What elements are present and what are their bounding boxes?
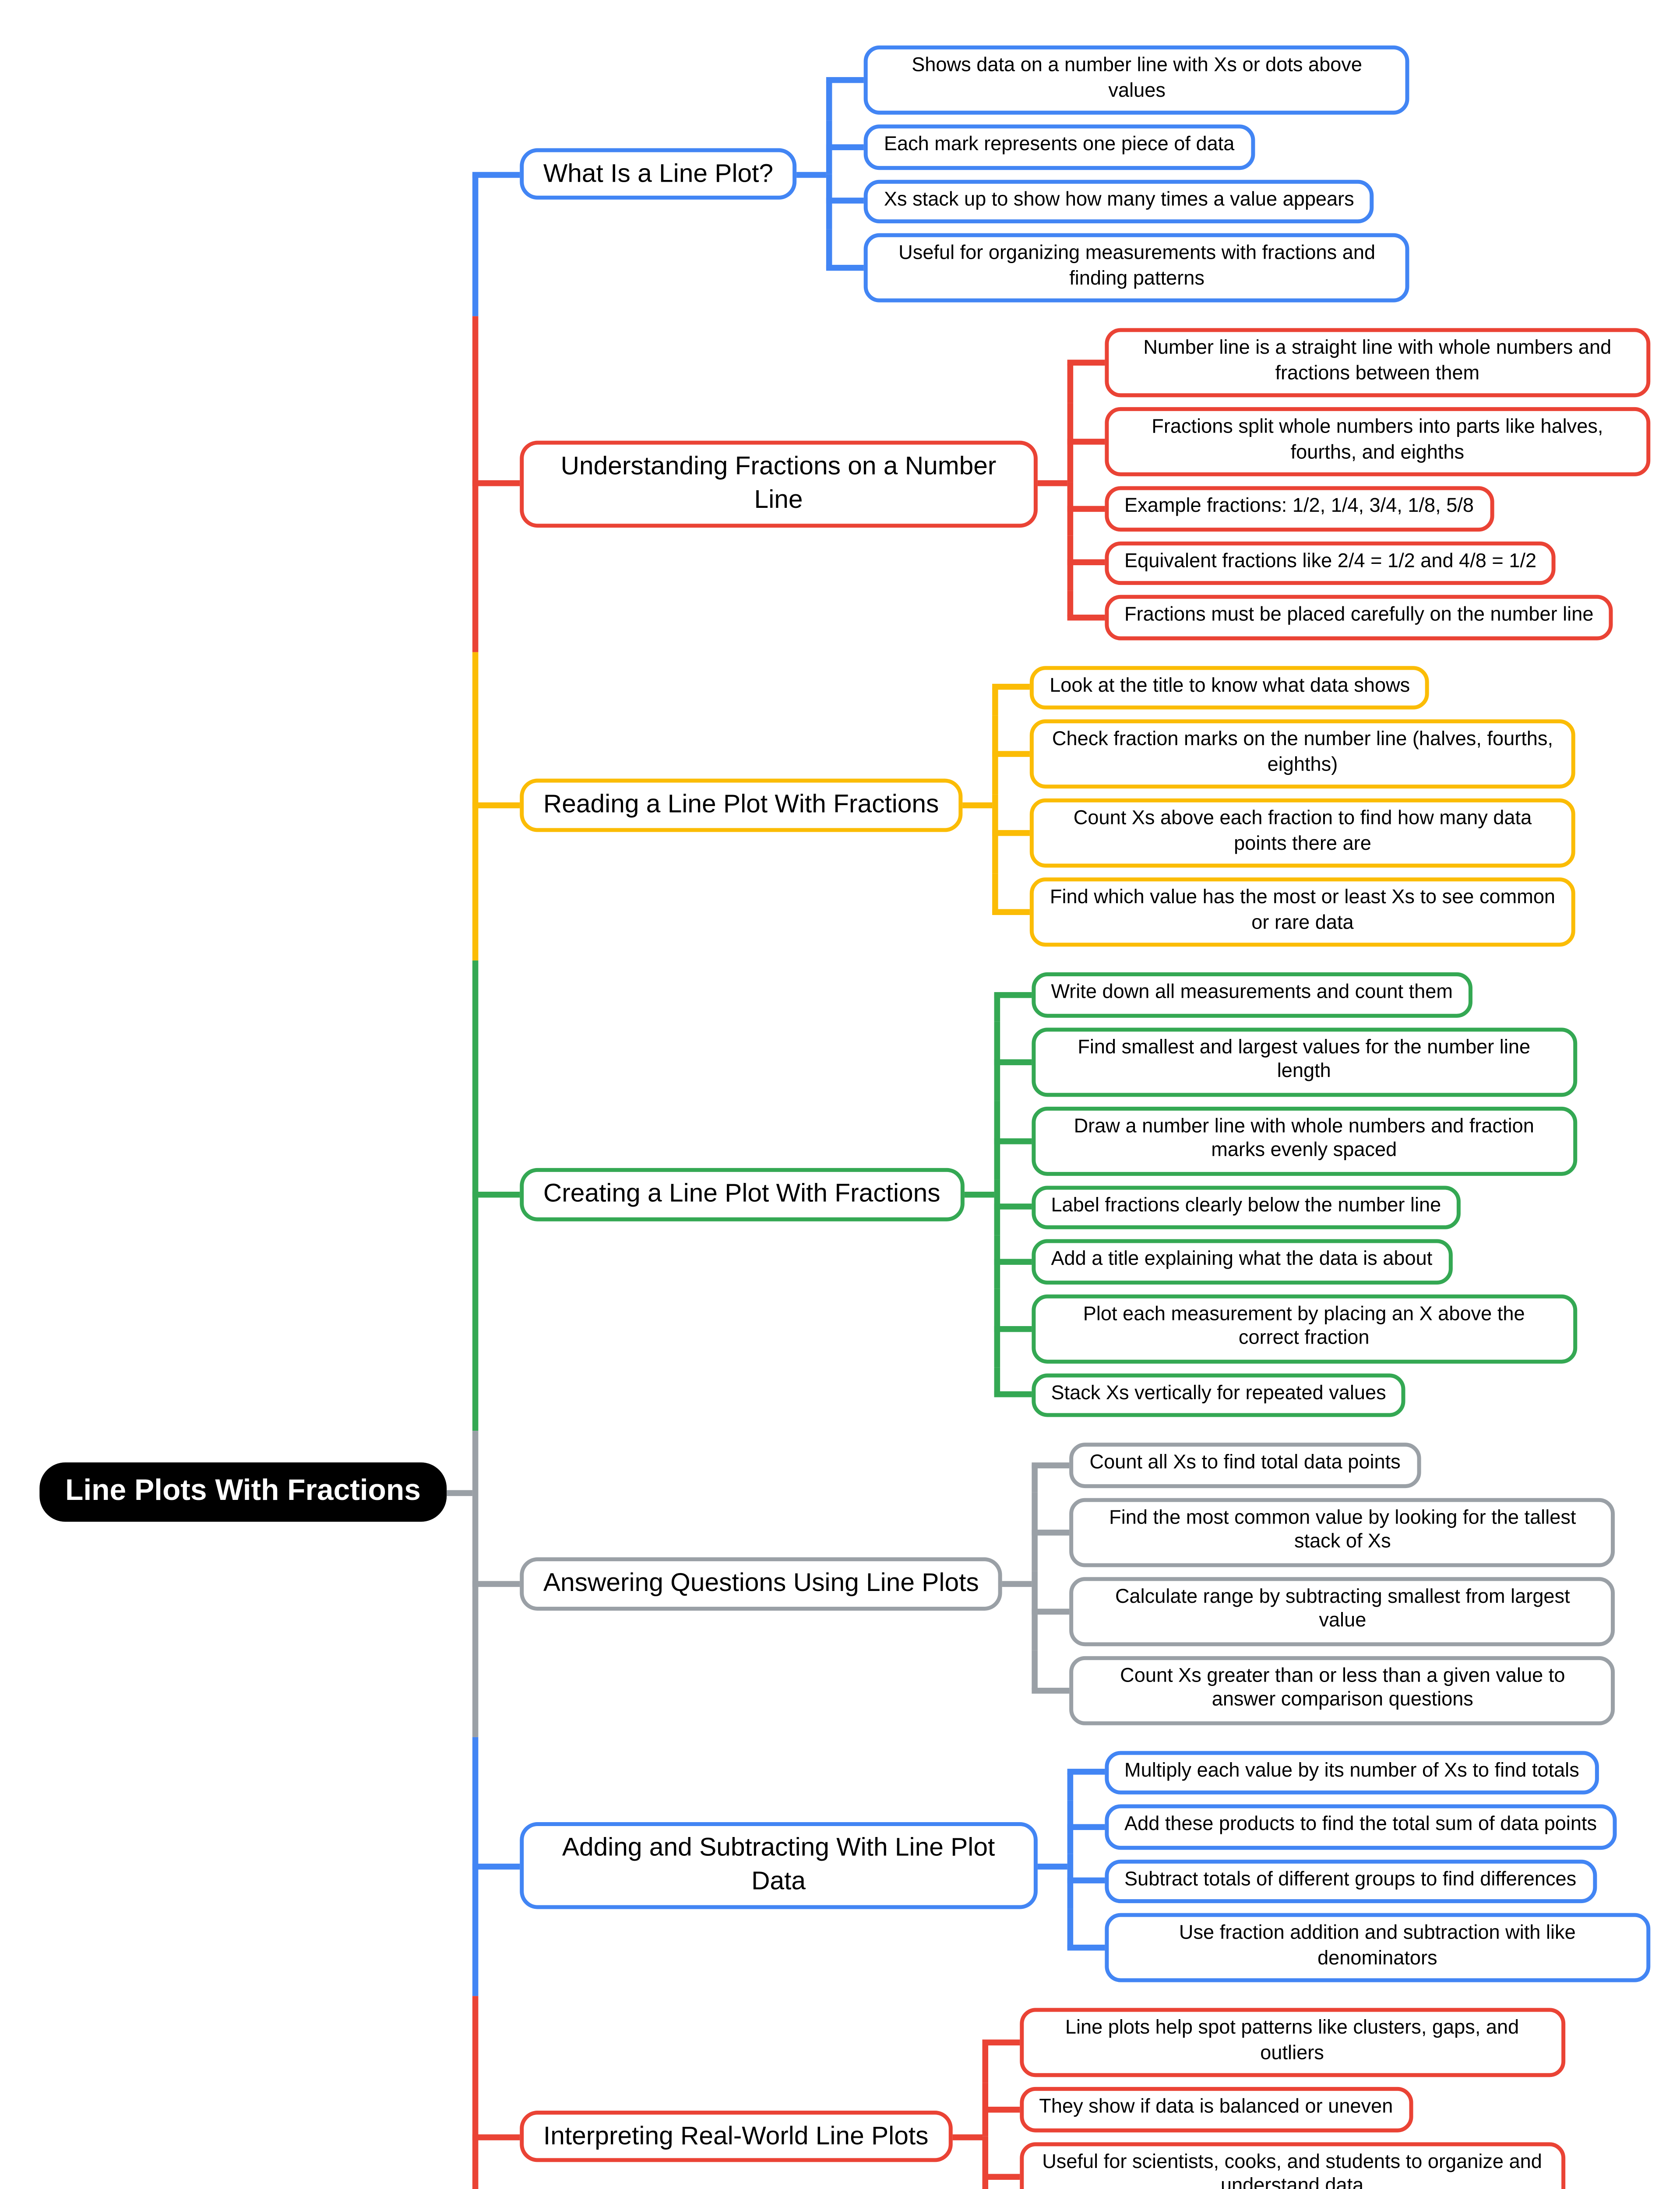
- leaf-text: Find which value has the most or least X…: [1030, 877, 1575, 947]
- leaf-text: Write down all measurements and count th…: [1031, 972, 1473, 1017]
- leaf-node: Line plots help spot patterns like clust…: [982, 2003, 1565, 2082]
- branch-header: What Is a Line Plot?: [519, 147, 797, 201]
- leaf-node: Shows data on a number line with Xs or d…: [826, 41, 1410, 120]
- leaf-node: Count all Xs to find total data points: [1032, 1438, 1616, 1492]
- root-node: Line Plots With Fractions: [39, 1462, 447, 1522]
- leaf-list: Write down all measurements and count th…: [993, 968, 1577, 1422]
- leaf-list: Look at the title to know what data show…: [992, 660, 1575, 952]
- leaf-text: Label fractions clearly below the number…: [1031, 1185, 1461, 1229]
- leaf-text: Equivalent fractions like 2/4 = 1/2 and …: [1104, 540, 1557, 585]
- leaf-node: Useful for scientists, cooks, and studen…: [982, 2136, 1565, 2189]
- leaf-text: Stack Xs vertically for repeated values: [1031, 1373, 1406, 1417]
- branch-understanding-fractions: Understanding Fractions on a Number Line…: [472, 315, 1650, 652]
- leaf-text: Add a title explaining what the data is …: [1031, 1239, 1452, 1284]
- leaf-text: Shows data on a number line with Xs or d…: [864, 45, 1410, 115]
- leaf-text: Count Xs above each fraction to find how…: [1030, 798, 1575, 868]
- leaf-node: Multiply each value by its number of Xs …: [1067, 1745, 1650, 1799]
- branch-header: Creating a Line Plot With Fractions: [519, 1168, 964, 1221]
- leaf-node: Look at the title to know what data show…: [992, 660, 1575, 714]
- branch-what-is-a-line-plot: What Is a Line Plot? Shows data on a num…: [472, 32, 1650, 315]
- branch-connector: [962, 802, 993, 809]
- leaf-node: Equivalent fractions like 2/4 = 1/2 and …: [1067, 535, 1650, 590]
- branch-interpreting-real-world: Interpreting Real-World Line Plots Line …: [472, 1995, 1650, 2189]
- leaf-node: Stack Xs vertically for repeated values: [993, 1367, 1577, 1422]
- leaf-node: Fractions split whole numbers into parts…: [1067, 402, 1650, 482]
- leaf-text: Multiply each value by its number of Xs …: [1104, 1750, 1599, 1795]
- branch-header: Understanding Fractions on a Number Line: [519, 440, 1038, 527]
- branch-connector: [952, 2133, 982, 2140]
- leaf-text: Subtract totals of different groups to f…: [1104, 1858, 1596, 1904]
- root-connector: [446, 1489, 472, 1495]
- leaf-node: Draw a number line with whole numbers an…: [993, 1101, 1577, 1180]
- leaf-text: Count all Xs to find total data points: [1070, 1443, 1420, 1487]
- leaf-node: Label fractions clearly below the number…: [993, 1179, 1577, 1234]
- leaf-text: Look at the title to know what data show…: [1030, 665, 1430, 710]
- leaf-text: Fractions must be placed carefully on th…: [1104, 595, 1613, 640]
- branch-reading-line-plot: Reading a Line Plot With Fractions Look …: [472, 652, 1650, 960]
- leaf-node: Subtract totals of different groups to f…: [1067, 1854, 1650, 1908]
- leaf-text: Useful for scientists, cooks, and studen…: [1019, 2141, 1565, 2189]
- leaf-node: Find which value has the most or least X…: [992, 872, 1575, 952]
- leaf-text: Draw a number line with whole numbers an…: [1031, 1105, 1577, 1175]
- leaf-text: They show if data is balanced or uneven: [1019, 2087, 1413, 2132]
- branch-header: Interpreting Real-World Line Plots: [519, 2110, 952, 2163]
- leaf-list: Count all Xs to find total data points F…: [1032, 1438, 1616, 1729]
- leaf-text: Example fractions: 1/2, 1/4, 3/4, 1/8, 5…: [1104, 486, 1494, 531]
- leaf-text: Useful for organizing measurements with …: [864, 233, 1410, 303]
- leaf-list: Line plots help spot patterns like clust…: [982, 2003, 1565, 2189]
- leaf-text: Each mark represents one piece of data: [864, 124, 1254, 169]
- branch-connector: [1037, 481, 1067, 487]
- branch-adding-subtracting: Adding and Subtracting With Line Plot Da…: [472, 1737, 1650, 1995]
- branch-creating-line-plot: Creating a Line Plot With Fractions Writ…: [472, 959, 1650, 1430]
- leaf-node: Write down all measurements and count th…: [993, 968, 1577, 1022]
- leaf-node: Useful for organizing measurements with …: [826, 228, 1410, 307]
- leaf-node: Find smallest and largest values for the…: [993, 1021, 1577, 1101]
- leaf-node: Add these products to find the total sum…: [1067, 1799, 1650, 1854]
- leaf-text: Count Xs greater than or less than a giv…: [1070, 1655, 1616, 1724]
- leaf-text: Line plots help spot patterns like clust…: [1019, 2008, 1565, 2077]
- leaf-text: Plot each measurement by placing an X ab…: [1031, 1293, 1577, 1363]
- leaf-node: Xs stack up to show how many times a val…: [826, 174, 1410, 228]
- leaf-node: Add a title explaining what the data is …: [993, 1234, 1577, 1288]
- branch-connector: [964, 1192, 994, 1198]
- leaf-node: Use fraction addition and subtraction wi…: [1067, 1908, 1650, 1987]
- leaf-text: Calculate range by subtracting smallest …: [1070, 1576, 1616, 1645]
- leaf-node: Number line is a straight line with whol…: [1067, 323, 1650, 402]
- leaf-node: Count Xs above each fraction to find how…: [992, 793, 1575, 873]
- branch-header: Adding and Subtracting With Line Plot Da…: [519, 1823, 1038, 1910]
- leaf-text: Number line is a straight line with whol…: [1104, 328, 1650, 398]
- branch-list: What Is a Line Plot? Shows data on a num…: [472, 32, 1650, 2189]
- branch-answering-questions: Answering Questions Using Line Plots Cou…: [472, 1429, 1650, 1737]
- leaf-node: Each mark represents one piece of data: [826, 120, 1410, 174]
- leaf-text: Fractions split whole numbers into parts…: [1104, 407, 1650, 476]
- branch-connector: [1037, 1863, 1067, 1869]
- branch-connector: [1002, 1580, 1032, 1587]
- leaf-list: Shows data on a number line with Xs or d…: [826, 41, 1410, 307]
- leaf-text: Find the most common value by looking fo…: [1070, 1497, 1616, 1566]
- leaf-node: Count Xs greater than or less than a giv…: [1032, 1650, 1616, 1729]
- leaf-node: Fractions must be placed carefully on th…: [1067, 590, 1650, 644]
- leaf-text: Use fraction addition and subtraction wi…: [1104, 1913, 1650, 1982]
- leaf-text: Check fraction marks on the number line …: [1030, 719, 1575, 789]
- branch-connector: [797, 171, 827, 177]
- leaf-node: They show if data is balanced or uneven: [982, 2082, 1565, 2136]
- leaf-node: Find the most common value by looking fo…: [1032, 1492, 1616, 1571]
- branch-header: Answering Questions Using Line Plots: [519, 1557, 1003, 1610]
- leaf-node: Check fraction marks on the number line …: [992, 714, 1575, 794]
- leaf-text: Find smallest and largest values for the…: [1031, 1027, 1577, 1096]
- leaf-node: Plot each measurement by placing an X ab…: [993, 1288, 1577, 1368]
- leaf-text: Xs stack up to show how many times a val…: [864, 179, 1374, 224]
- leaf-node: Example fractions: 1/2, 1/4, 3/4, 1/8, 5…: [1067, 481, 1650, 535]
- leaf-list: Number line is a straight line with whol…: [1067, 323, 1650, 644]
- leaf-node: Calculate range by subtracting smallest …: [1032, 1571, 1616, 1651]
- branch-header: Reading a Line Plot With Fractions: [519, 779, 963, 833]
- leaf-text: Add these products to find the total sum…: [1104, 1804, 1617, 1849]
- leaf-list: Multiply each value by its number of Xs …: [1067, 1745, 1650, 1987]
